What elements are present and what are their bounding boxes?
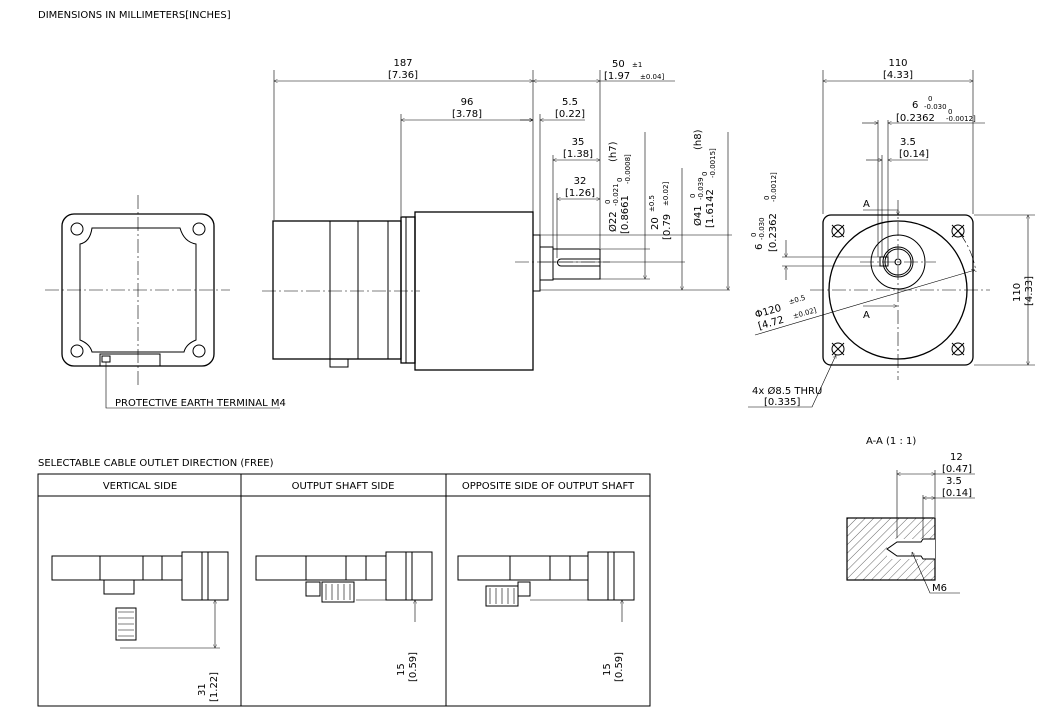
- svg-text:20: 20: [650, 217, 661, 230]
- cable-opposite-side: 15 [0.59]: [457, 551, 635, 682]
- cable-section-title: SELECTABLE CABLE OUTLET DIRECTION (FREE): [38, 458, 274, 469]
- dim-35: 35: [572, 137, 585, 148]
- section-label: A-A (1 : 1): [866, 436, 916, 447]
- svg-text:0: 0: [689, 194, 697, 198]
- svg-text:0: 0: [616, 178, 624, 182]
- svg-text:±0.5: ±0.5: [648, 195, 656, 212]
- svg-text:[0.14]: [0.14]: [942, 488, 972, 499]
- svg-text:0: 0: [948, 108, 952, 116]
- dim-50: 50: [612, 59, 625, 70]
- svg-text:110: 110: [1012, 283, 1023, 302]
- svg-text:-0.030: -0.030: [924, 103, 947, 111]
- svg-text:[0.335]: [0.335]: [764, 397, 801, 408]
- svg-text:(h8): (h8): [693, 129, 704, 150]
- cable-output-shaft-side: 15 [0.59]: [255, 551, 433, 682]
- svg-text:-0.0015]: -0.0015]: [709, 148, 717, 178]
- svg-text:15: 15: [396, 663, 407, 676]
- svg-text:[1.26]: [1.26]: [565, 188, 595, 199]
- svg-text:0: 0: [750, 233, 758, 237]
- svg-text:Ø22: Ø22: [607, 211, 619, 232]
- svg-text:[7.36]: [7.36]: [388, 70, 418, 81]
- cable-outlet-table: VERTICAL SIDE OUTPUT SHAFT SIDE OPPOSITE…: [37, 473, 651, 707]
- hole-callout: 4x Ø8.5 THRU: [752, 385, 822, 397]
- svg-text:-0.021: -0.021: [612, 183, 620, 206]
- dim-pcd: Φ120 ±0.5 [4.72 ±0.02]: [754, 294, 818, 333]
- svg-text:[0.79: [0.79: [662, 214, 673, 240]
- svg-text:[0.59]: [0.59]: [614, 652, 625, 682]
- svg-text:0: 0: [701, 172, 709, 176]
- svg-text:±0.5: ±0.5: [788, 294, 807, 306]
- svg-text:0: 0: [604, 200, 612, 204]
- svg-text:[0.59]: [0.59]: [408, 652, 419, 682]
- side-view: 187 [7.36] 50 ±1 [1.97 ±0.04] 96 [3.78] …: [262, 58, 732, 371]
- svg-text:[0.14]: [0.14]: [899, 149, 929, 160]
- svg-text:[4.33]: [4.33]: [883, 70, 913, 81]
- svg-text:[0.22]: [0.22]: [555, 109, 585, 120]
- drawing-title: DIMENSIONS IN MILLIMETERS[INCHES]: [38, 10, 231, 21]
- thread-callout: M6: [932, 583, 947, 594]
- svg-text:31: 31: [197, 683, 208, 696]
- svg-text:Ø41: Ø41: [692, 205, 704, 226]
- svg-text:15: 15: [602, 663, 613, 676]
- svg-text:-0.0008]: -0.0008]: [624, 154, 632, 184]
- svg-text:±0.02]: ±0.02]: [662, 182, 670, 206]
- svg-text:[4.33]: [4.33]: [1024, 276, 1035, 306]
- svg-text:-0.0012]: -0.0012]: [770, 172, 778, 202]
- svg-text:[0.8661: [0.8661: [620, 195, 631, 234]
- dim-5-5: 5.5: [562, 97, 578, 108]
- dim-counter: 3.5: [946, 476, 962, 487]
- col-header-opposite: OPPOSITE SIDE OF OUTPUT SHAFT: [462, 481, 635, 492]
- dim-width: 110: [888, 58, 907, 69]
- svg-text:6: 6: [754, 244, 765, 250]
- svg-text:0: 0: [928, 95, 932, 103]
- dim-96: 96: [461, 97, 474, 108]
- dim-key-width: 6: [912, 100, 918, 111]
- svg-text:[1.22]: [1.22]: [209, 672, 220, 702]
- svg-text:0: 0: [763, 196, 771, 200]
- svg-text:(h7): (h7): [608, 141, 619, 162]
- svg-text:[1.6142: [1.6142: [705, 189, 716, 228]
- section-mark-top: A: [863, 199, 870, 210]
- dim-offset: 20 ±0.5 [0.79 ±0.02]: [648, 182, 673, 240]
- dim-pilot-dia: Ø41 0 -0.039 (h8) [1.6142 0 -0.0015]: [689, 129, 717, 228]
- svg-text:-0.030: -0.030: [758, 217, 766, 240]
- svg-text:[0.47]: [0.47]: [942, 464, 972, 475]
- svg-text:[1.97: [1.97: [604, 71, 630, 82]
- front-view: 110 [4.33] 6 0 -0.030 [0.2362 0 -0.0012]…: [748, 58, 1035, 408]
- earth-terminal-label: PROTECTIVE EARTH TERMINAL M4: [115, 398, 286, 409]
- dim-height: 110 [4.33]: [1012, 276, 1035, 306]
- svg-text:[0.2362: [0.2362: [768, 213, 779, 252]
- dim-key-side: 6 0 -0.030 [0.2362 0 -0.0012]: [750, 172, 779, 252]
- dim-key-height: 3.5: [900, 137, 916, 148]
- col-header-output-shaft: OUTPUT SHAFT SIDE: [292, 481, 395, 492]
- section-mark-bottom: A: [863, 310, 870, 321]
- svg-text:±0.04]: ±0.04]: [640, 73, 664, 81]
- dim-32: 32: [574, 176, 587, 187]
- cable-vertical-side: 31 [1.22]: [51, 551, 229, 702]
- section-a-a: A-A (1 : 1) 12 [0.47] 3.5 [0.14] M6: [846, 436, 975, 594]
- svg-text:±0.02]: ±0.02]: [792, 306, 818, 320]
- rear-view: PROTECTIVE EARTH TERMINAL M4: [45, 195, 286, 409]
- svg-text:-0.039: -0.039: [697, 177, 705, 200]
- svg-text:[3.78]: [3.78]: [452, 109, 482, 120]
- dim-187: 187: [393, 58, 412, 69]
- col-header-vertical: VERTICAL SIDE: [103, 481, 177, 492]
- svg-text:[1.38]: [1.38]: [563, 149, 593, 160]
- svg-text:±1: ±1: [632, 61, 642, 69]
- dim-shaft-dia: Ø22 0 -0.021 (h7) [0.8661 0 -0.0008]: [604, 141, 632, 234]
- dim-depth: 12: [950, 452, 963, 463]
- svg-text:[0.2362: [0.2362: [896, 113, 935, 124]
- svg-text:-0.0012]: -0.0012]: [946, 115, 976, 123]
